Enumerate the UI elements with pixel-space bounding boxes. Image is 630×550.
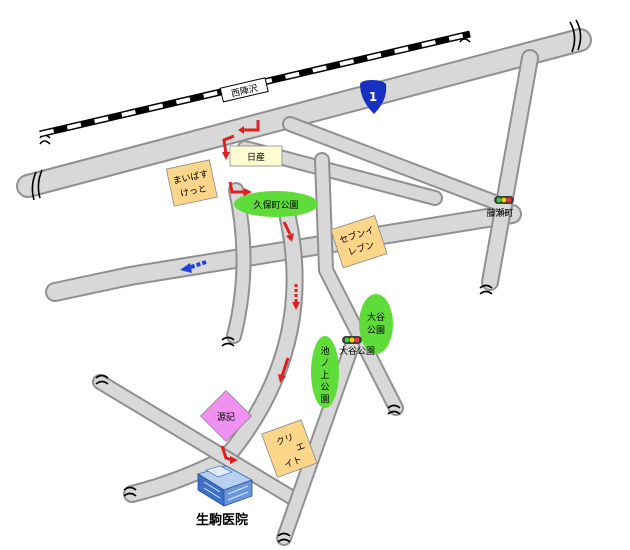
otani-label-1: 大谷 bbox=[367, 311, 385, 323]
landmark-genki bbox=[199, 389, 253, 443]
route-arrow-blue bbox=[180, 260, 207, 273]
ikenoue-label-1: 池 bbox=[320, 345, 329, 357]
park-ikenoue: 池 ノ 上 公 園 bbox=[311, 336, 339, 408]
ikenoue-label-3: 上 bbox=[320, 370, 329, 381]
landmark-maibasuketto: まいばす けっと bbox=[165, 159, 218, 207]
fujiikiyo-signal-label: 藤瀬町 bbox=[486, 207, 513, 219]
route-arrows-red bbox=[220, 120, 300, 464]
station-label: 西陣沢 bbox=[219, 77, 269, 103]
traffic-signal-icon-fujiikiyo bbox=[494, 196, 514, 204]
otani-signal-label: 大谷公園 bbox=[339, 345, 375, 357]
route-number: 1 bbox=[369, 90, 377, 104]
kuriito-label-2: エ bbox=[295, 441, 307, 453]
route-shield: 1 bbox=[360, 80, 387, 114]
traffic-signal-icon-otani bbox=[342, 336, 362, 344]
ikenoue-label-5: 園 bbox=[320, 394, 329, 405]
nissan-label: 日産 bbox=[247, 151, 265, 163]
hospital-building-icon bbox=[197, 465, 253, 507]
park-kubomachi: 久保町公園 bbox=[234, 191, 318, 217]
otani-label-2: 公園 bbox=[367, 325, 385, 336]
ikenoue-label-4: 公 bbox=[320, 382, 329, 393]
landmark-kuriito: クリ エ イト bbox=[261, 419, 318, 478]
park-otani: 大谷 公園 bbox=[359, 294, 393, 354]
kubomachi-label: 久保町公園 bbox=[253, 199, 298, 211]
genki-label: 源記 bbox=[217, 411, 235, 423]
landmark-nissan: 日産 bbox=[229, 145, 283, 167]
ikenoue-label-2: ノ bbox=[320, 359, 329, 369]
hospital-label: 生駒医院 bbox=[196, 512, 248, 528]
landmark-seven-eleven: セブンイ レブン bbox=[330, 215, 388, 269]
